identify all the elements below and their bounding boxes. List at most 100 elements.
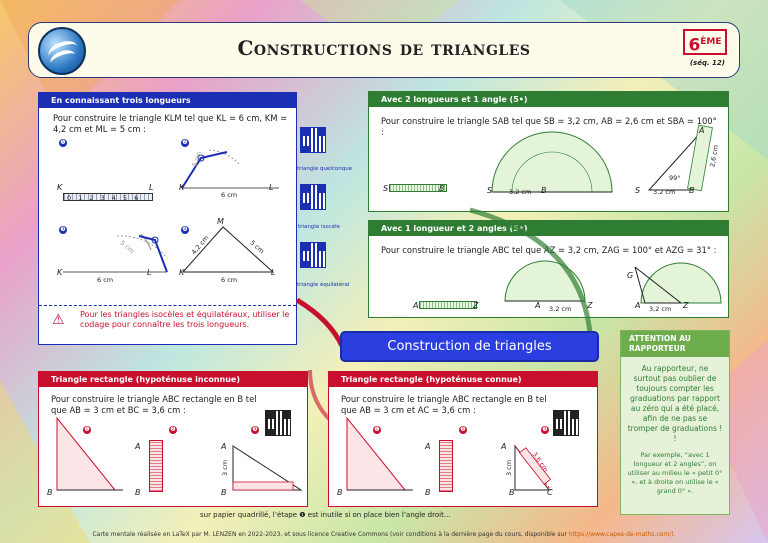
panel-text: Pour construire le triangle ABC rectangl… [341,394,547,415]
step-1-marker: ❶ [59,139,67,147]
level-number: 6 [688,35,701,56]
point-k-2: K [179,183,185,192]
panel-three-lengths: En connaissant trois longueurs Pour cons… [38,92,297,345]
panel-title: Triangle rectangle (hypoténuse inconnue) [39,372,307,387]
qr-code-isocele[interactable] [300,184,326,210]
warning-text: Pour les triangles isocèles et équilatér… [80,310,290,329]
dim-3cm-3: 3 cm [505,459,514,477]
point-b-1: B [439,184,445,193]
dim-6cm-4: 6 cm [221,276,238,284]
step-2-marker: ❷ [181,139,189,147]
dim-32cm-2: 3,2 cm [549,305,572,313]
panel-title: En connaissant trois longueurs [39,93,296,108]
ruler-icon [63,193,153,201]
logo-icon [38,27,86,75]
qr-code-right-known[interactable] [553,410,579,436]
set-square-figure [56,416,123,491]
point-b-1: B [337,488,343,497]
panel-title: Triangle rectangle (hypoténuse connue) [329,372,597,387]
panel-title: Avec 1 longueur et 2 angles (5•) [369,221,728,236]
point-b-2: B [541,186,547,195]
central-topic: Construction de triangles [342,333,597,360]
panel-one-length-two-angles: Avec 1 longueur et 2 angles (5•) Pour co… [368,220,729,318]
point-a-3: A [221,442,227,451]
result-triangle-sab [647,124,713,192]
credit-link[interactable]: https://www.capes-de-maths.com/). [568,531,676,538]
step-3-marker: ❸ [251,426,259,434]
result-triangle-known [514,444,552,491]
point-z-2: Z [587,301,593,310]
step-3-marker: ❸ [59,226,67,234]
step-2-marker: ❷ [459,426,467,434]
dim-32cm-2: 3,2 cm [509,188,532,196]
point-b-3: B [509,488,515,497]
point-c-3: C [547,488,553,497]
qr-code-right-unknown[interactable] [265,410,291,436]
step-2-figure [181,149,279,189]
point-g-3: G [627,271,634,280]
point-k-1: K [57,183,63,192]
qr-label-quelconque: triangle quelconque [297,166,353,172]
step-4-marker: ❹ [181,226,189,234]
step-2-marker: ❷ [169,426,177,434]
point-z-1: Z [473,301,479,310]
point-a-3: A [699,126,705,135]
header: Constructions de triangles 6ÈME (séq. 12… [28,22,740,78]
point-a-1: A [413,301,419,310]
footnote: sur papier quadrillé, l’étape ❶ est inut… [200,511,451,519]
divider [39,305,296,306]
point-k-4: K [179,268,185,277]
page-title: Constructions de triangles [237,36,531,60]
point-l-4: L [271,268,276,277]
point-a-2: A [535,301,541,310]
point-a-2: A [135,442,141,451]
set-square-figure [346,416,413,491]
step-1-marker: ❶ [373,426,381,434]
point-b-3: B [221,488,227,497]
panel-title: Avec 2 longueurs et 1 angle (5•) [369,92,728,107]
ruler-numbers: 0 1 2 3 4 5 6 [67,194,139,202]
point-k-3: K [57,268,63,277]
dim-32cm-3: 3,2 cm [649,305,672,313]
step-3-marker: ❸ [541,426,549,434]
point-s-2: S [487,186,493,195]
qr-code-quelconque[interactable] [300,127,326,153]
panel-text: Pour construire le triangle KLM tel que … [53,113,288,134]
ruler-icon [149,440,163,492]
attention-box: ATTENTION AU RAPPORTEUR Au rapporteur, n… [620,330,730,515]
panel-text: Pour construire le triangle SAB tel que … [381,116,717,137]
warning-note: ⚠ Pour les triangles isocèles et équilat… [38,310,292,340]
point-z-3: Z [683,301,689,310]
qr-code-equilateral[interactable] [300,242,326,268]
sequence-label: (séq. 12) [689,59,725,67]
point-s-3: S [635,186,641,195]
protractor-figure [491,131,613,193]
dim-6cm-3: 6 cm [97,276,114,284]
step-4-figure [181,226,275,273]
point-l-1: L [149,183,154,192]
angle-99: 99° [669,174,681,182]
panel-text: Pour construire le triangle ABC rectangl… [51,394,257,415]
point-b-3: B [689,186,695,195]
result-triangle-unknown [232,445,303,491]
qr-label-equilateral: triangle équilatéral [297,282,350,288]
attention-title: ATTENTION AU RAPPORTEUR [621,331,729,357]
point-m-4: M [217,217,224,226]
ruler-icon [439,440,453,492]
point-l-2: L [269,183,274,192]
result-triangle-azg [634,262,722,304]
dim-6cm-2: 6 cm [221,191,238,199]
ruler-icon [389,184,447,192]
step-3-figure [63,233,168,273]
point-l-3: L [147,268,152,277]
ruler-icon [419,301,477,309]
panel-right-triangle-known: Triangle rectangle (hypoténuse connue) P… [328,371,598,507]
point-b-1: B [47,488,53,497]
attention-example: Par exemple, “avec 1 longueur et 2 angle… [627,451,723,495]
level-badge: 6ÈME [683,29,727,56]
step-1-marker: ❶ [83,426,91,434]
point-b-2: B [135,488,141,497]
level-suffix: ÈME [700,37,722,47]
credit-line: Carte mentale réalisée en LaTeX par M. L… [0,531,768,538]
